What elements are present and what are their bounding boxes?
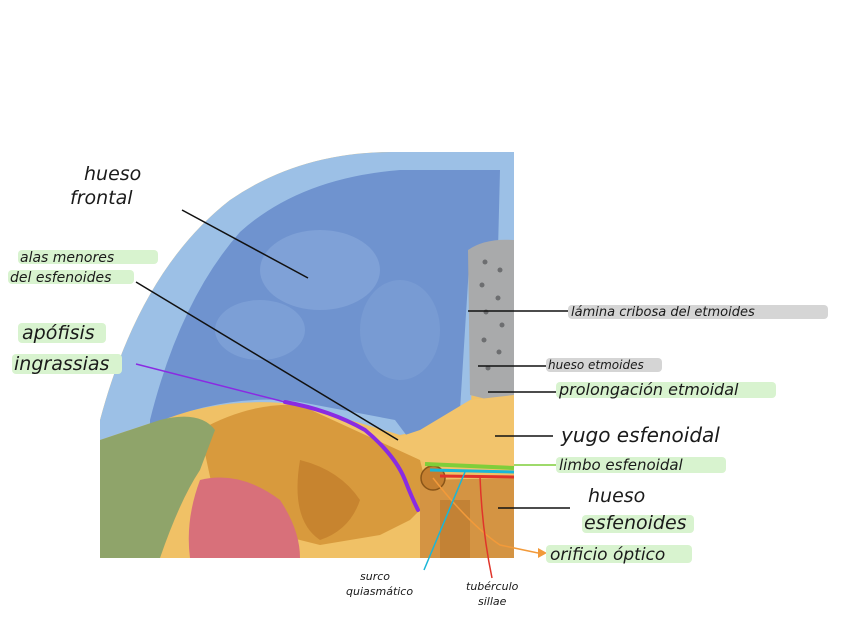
- sella-shadow: [440, 500, 470, 558]
- ethmoid-region: [468, 240, 514, 400]
- label-hueso-etmoides: hueso etmoides: [548, 358, 644, 372]
- label-tuberculo-2: sillae: [478, 595, 507, 608]
- surco-line: [430, 470, 514, 472]
- label-limbo: limbo esfenoidal: [559, 456, 684, 474]
- label-surco-2: quiasmático: [346, 585, 413, 598]
- label-surco-1: surco: [360, 570, 390, 583]
- frontal-highlight: [260, 230, 380, 310]
- label-hueso-esfenoides-2: esfenoides: [584, 512, 687, 534]
- label-hueso-frontal-2: frontal: [70, 187, 133, 209]
- tuberculo-line: [440, 476, 514, 477]
- label-orificio-optico: orificio óptico: [550, 545, 665, 565]
- label-apofisis-1: apófisis: [22, 322, 95, 344]
- label-hueso-frontal-1: hueso: [84, 163, 141, 185]
- skull-illustration: [100, 150, 514, 560]
- label-prolongacion: prolongación etmoidal: [558, 380, 739, 399]
- label-apofisis-2: ingrassias: [14, 353, 110, 375]
- frontal-highlight: [360, 280, 440, 380]
- label-lamina-cribosa: lámina cribosa del etmoides: [571, 305, 755, 320]
- label-hueso-esfenoides-1: hueso: [588, 485, 645, 507]
- frontal-highlight: [215, 300, 305, 360]
- arrow-head-icon: [538, 548, 547, 558]
- label-yugo: yugo esfenoidal: [560, 423, 720, 447]
- label-tuberculo-1: tubérculo: [466, 580, 519, 593]
- label-alas-menores-2: del esfenoides: [10, 270, 111, 286]
- label-alas-menores-1: alas menores: [20, 250, 114, 266]
